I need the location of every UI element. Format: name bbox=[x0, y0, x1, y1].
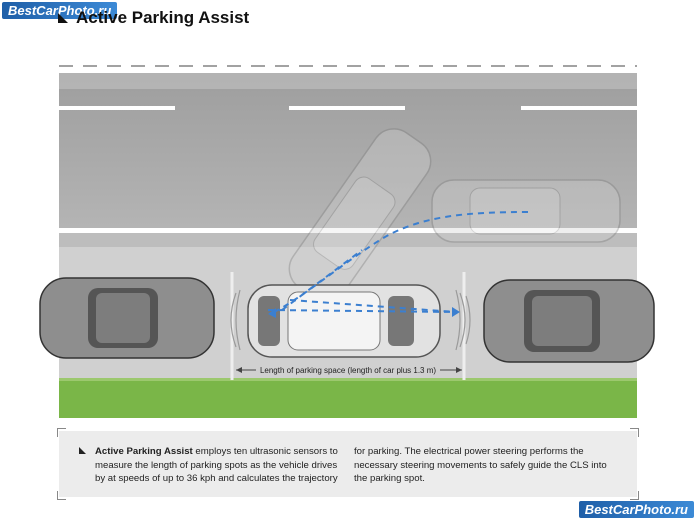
watermark-bottom: BestCarPhoto.ru bbox=[578, 501, 694, 518]
parked-car-left bbox=[39, 277, 215, 359]
caption-lead: Active Parking Assist bbox=[95, 446, 193, 457]
road bbox=[59, 73, 637, 228]
grass-edge bbox=[59, 378, 637, 381]
caption-left-text: employs ten ultrasonic sensors to measur… bbox=[95, 446, 338, 484]
ultrasonic-sensor-waves bbox=[230, 289, 471, 351]
lane-dash bbox=[289, 106, 405, 110]
title-row: Active Parking Assist bbox=[58, 6, 249, 30]
page-title: Active Parking Assist bbox=[76, 8, 250, 27]
lane-dash bbox=[521, 106, 637, 110]
parking-space-dimension: Length of parking space (length of car p… bbox=[236, 363, 462, 377]
ghost-car-road bbox=[431, 179, 621, 243]
caption-right-column: for parking. The electrical power steeri… bbox=[354, 446, 607, 484]
parking-space-label: Length of parking space (length of car p… bbox=[260, 366, 436, 375]
caption-left-column: Active Parking Assist employs ten ultras… bbox=[95, 445, 343, 486]
corner-mark bbox=[57, 428, 66, 437]
trajectory-paths bbox=[267, 211, 529, 315]
caption-box: Active Parking Assist employs ten ultras… bbox=[57, 428, 639, 500]
triangle-bullet-icon bbox=[58, 13, 68, 23]
watermark-top: BestCarPhoto.ru bbox=[2, 2, 118, 19]
road-far-edge bbox=[59, 73, 637, 89]
curb-strip bbox=[59, 233, 637, 247]
corner-mark bbox=[630, 491, 639, 500]
road-edge-line bbox=[59, 228, 637, 233]
caption-bullet-icon bbox=[79, 447, 86, 454]
trajectory-arrowheads bbox=[268, 307, 460, 318]
corner-mark bbox=[630, 428, 639, 437]
parked-car-right bbox=[483, 279, 655, 363]
corner-mark bbox=[57, 491, 66, 500]
grass-strip bbox=[59, 380, 637, 418]
main-car bbox=[247, 284, 441, 358]
lane-dash bbox=[59, 106, 175, 110]
